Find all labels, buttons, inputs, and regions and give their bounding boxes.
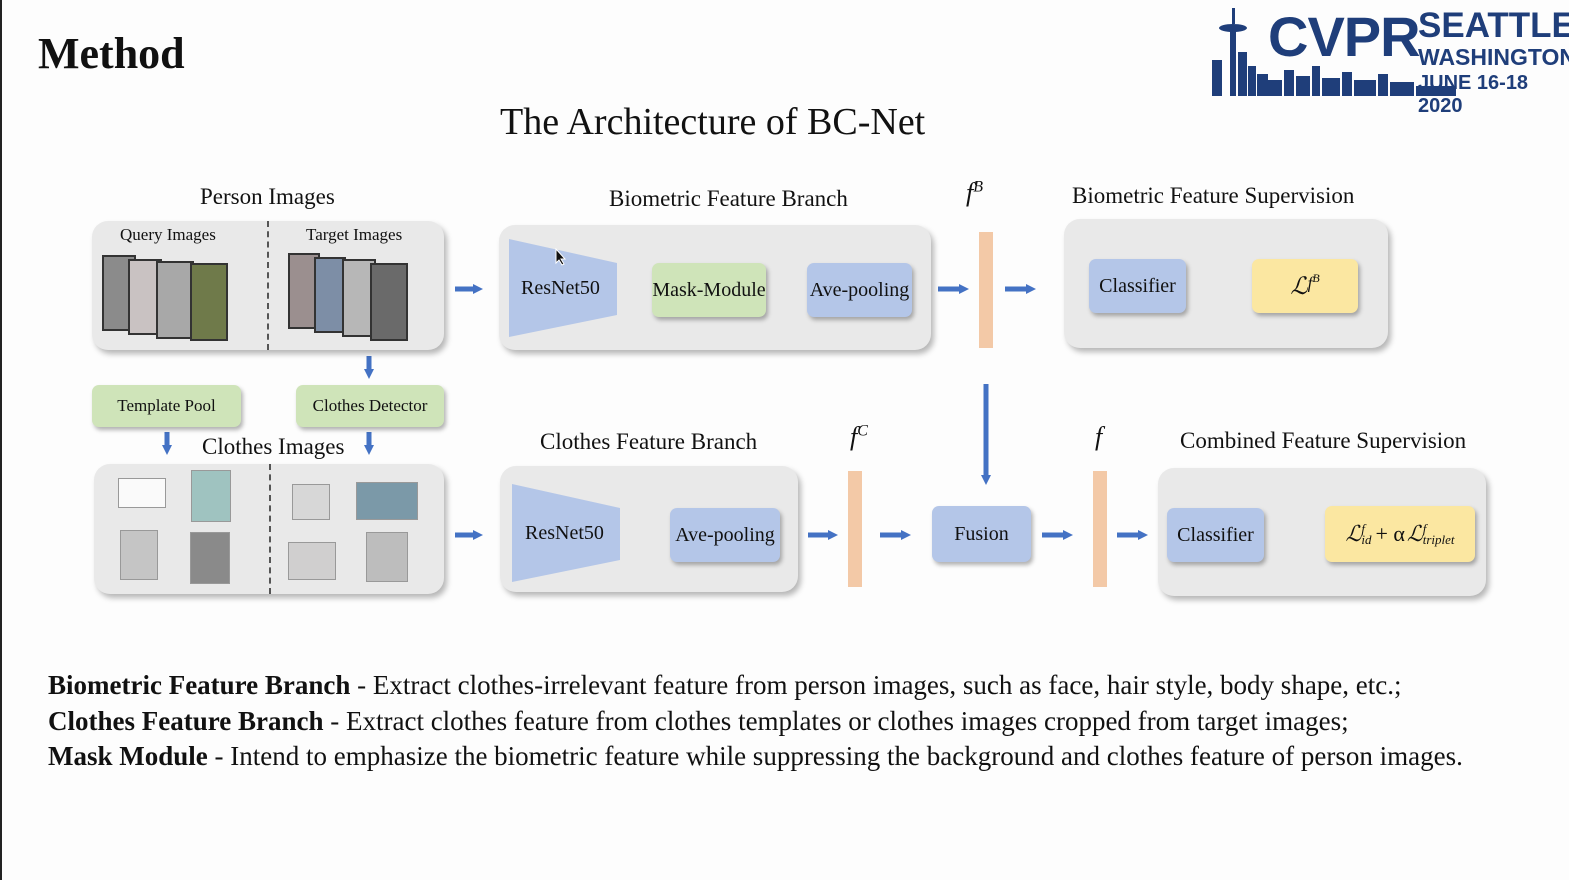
description-clothes-term: Clothes Feature Branch <box>48 705 324 736</box>
feature-b-sup: B <box>973 178 984 196</box>
loss-id-symbol: ℒ <box>1345 521 1362 546</box>
feature-b-base: f <box>966 178 974 207</box>
loss-sup-f: f <box>1307 273 1313 293</box>
clothes-images-panel <box>94 464 444 594</box>
query-image-thumbnail <box>190 263 228 341</box>
resnet50-trapezoid <box>512 484 620 582</box>
logo-city-text: SEATTLE <box>1418 6 1569 45</box>
loss-tri-sup: f <box>1422 521 1427 536</box>
target-images-label: Target Images <box>306 225 403 244</box>
clothes-template-thumbnail <box>190 532 230 584</box>
loss-tri-sub: triplet <box>1422 532 1455 547</box>
description-sep: - <box>207 741 231 771</box>
clothes-crop-thumbnail <box>356 482 418 520</box>
loss-tri-symbol: ℒ <box>1406 521 1423 546</box>
template-pool-box: Template Pool <box>92 385 241 427</box>
feature-b-label: fB <box>966 178 983 208</box>
clothes-crop-thumbnail <box>292 484 330 520</box>
resnet50-label: ResNet50 <box>521 277 600 299</box>
logo-dates-text: JUNE 16-18 2020 <box>1418 72 1529 117</box>
description-biometric-term: Biometric Feature Branch <box>48 670 351 700</box>
loss-plus-alpha: + α <box>1375 521 1405 546</box>
logo-cvpr-text: CVPR <box>1268 5 1421 68</box>
classifier-box: Classifier <box>1089 259 1186 313</box>
person-images-label: Person Images <box>200 184 335 209</box>
clothes-crop-thumbnail <box>288 542 336 580</box>
loss-symbol: ℒ <box>1290 273 1308 300</box>
target-image-thumbnail <box>314 257 346 333</box>
target-image-thumbnail <box>370 263 408 341</box>
logo-state-text: WASHINGTON <box>1418 44 1569 70</box>
clothes-crop-thumbnail <box>366 532 408 582</box>
mouse-cursor-icon <box>555 248 567 266</box>
feature-b-bar <box>979 232 993 348</box>
description-block: Biometric Feature Branch - Extract cloth… <box>48 668 1548 775</box>
description-sep: - <box>323 705 346 736</box>
biometric-supervision-label: Biometric Feature Supervision <box>1072 183 1355 208</box>
loss-id-sub: id <box>1361 532 1372 547</box>
clothes-template-thumbnail <box>120 530 158 580</box>
feature-c-sup: C <box>857 422 868 440</box>
cvpr-logo: CVPR SEATTLE WASHINGTON JUNE 16-18 2020 <box>1210 4 1569 117</box>
clothes-branch-panel: ResNet50 Ave-pooling <box>500 466 798 592</box>
resnet50-label-2: ResNet50 <box>525 522 604 544</box>
feature-f-label: f <box>1095 422 1103 451</box>
slide-heading: Method <box>38 29 185 78</box>
description-sep: - <box>350 670 373 700</box>
query-image-thumbnail <box>156 261 194 339</box>
seattle-skyline-icon <box>1212 8 1268 96</box>
description-mask-term: Mask Module <box>48 741 208 771</box>
mask-module-box: Mask-Module <box>652 263 766 317</box>
ave-pooling-box: Ave-pooling <box>807 263 912 317</box>
description-mask-text: Intend to emphasize the biometric featur… <box>230 741 1463 771</box>
feature-f-bar <box>1093 471 1107 587</box>
person-images-panel: Query Images Target Images <box>92 221 444 350</box>
description-mask: Mask Module - Intend to emphasize the bi… <box>48 739 1548 775</box>
combined-supervision-label: Combined Feature Supervision <box>1180 428 1467 453</box>
biometric-branch-panel: ResNet50 Mask-Module Ave-pooling <box>499 225 931 350</box>
ave-pooling-box-2: Ave-pooling <box>670 508 780 562</box>
feature-c-label: fC <box>850 422 868 452</box>
feature-c-base: f <box>850 422 858 451</box>
description-biometric: Biometric Feature Branch - Extract cloth… <box>48 668 1548 704</box>
loss-id-sup: f <box>1361 521 1365 536</box>
classifier-box-2: Classifier <box>1167 508 1264 562</box>
clothes-template-thumbnail <box>118 478 166 508</box>
clothes-images-label: Clothes Images <box>202 434 345 459</box>
biometric-branch-label: Biometric Feature Branch <box>609 186 848 211</box>
description-clothes-text: Extract clothes feature from clothes tem… <box>345 705 1349 736</box>
skyline-base-icon <box>1268 66 1456 96</box>
fusion-box: Fusion <box>932 506 1031 562</box>
clothes-detector-box: Clothes Detector <box>296 385 444 427</box>
feature-c-bar <box>848 471 862 587</box>
description-biometric-text: Extract clothes-irrelevant feature from … <box>372 670 1402 700</box>
query-images-label: Query Images <box>120 225 216 244</box>
slide-left-border <box>0 0 2 880</box>
loss-sup-b: B <box>1312 270 1320 285</box>
clothes-template-thumbnail <box>191 470 231 522</box>
clothes-branch-label: Clothes Feature Branch <box>540 429 758 454</box>
panel-divider <box>267 221 269 350</box>
diagram-title: The Architecture of BC-Net <box>500 101 926 143</box>
description-clothes: Clothes Feature Branch - Extract clothes… <box>48 704 1548 740</box>
resnet50-trapezoid <box>509 239 617 337</box>
panel-divider <box>269 464 271 594</box>
